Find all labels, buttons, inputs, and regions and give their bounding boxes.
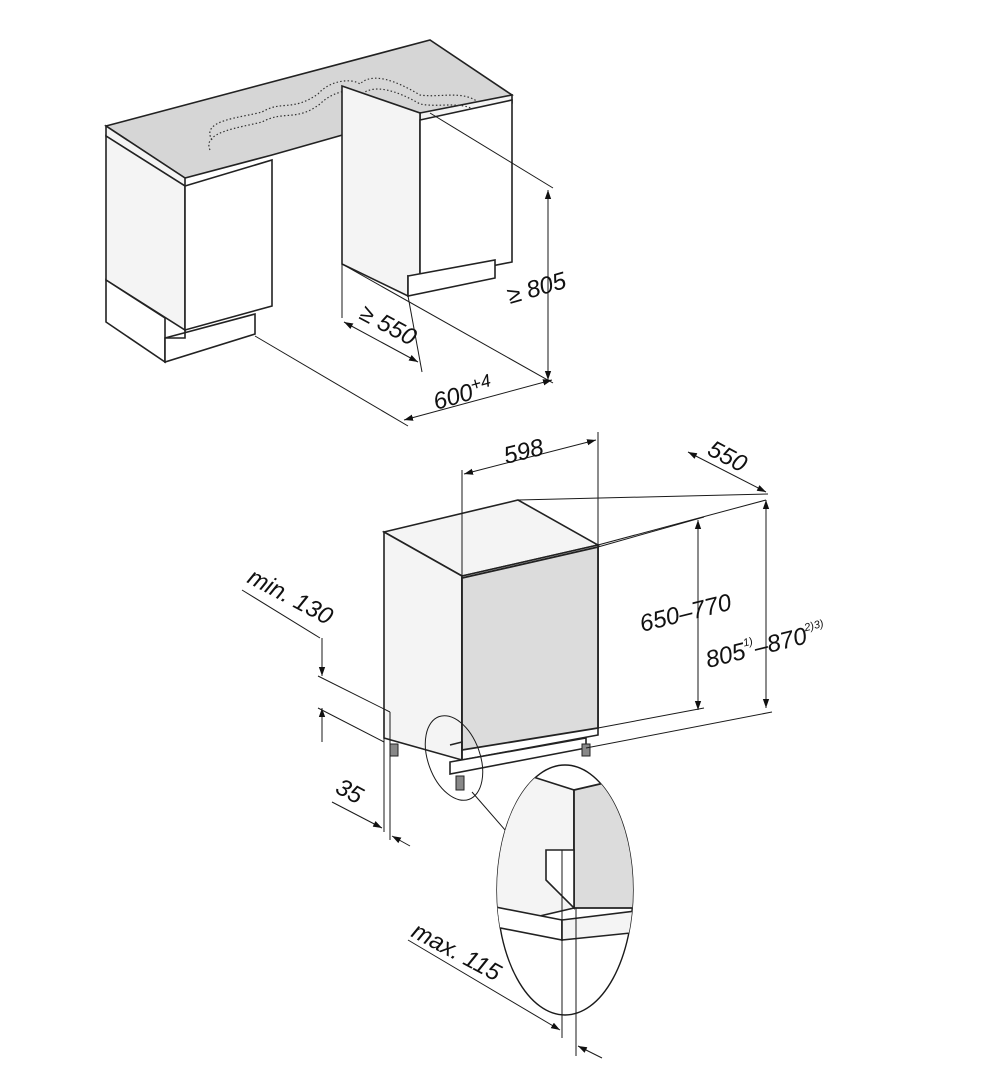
height-extension-bottom — [341, 263, 554, 384]
niche-width-label: 600+4 — [429, 370, 496, 416]
total-height-max: –870 — [750, 622, 810, 662]
right-cabinet-door — [419, 99, 513, 281]
door-overhang-label: max. 115 — [407, 917, 506, 987]
width-extension-left — [254, 335, 409, 427]
niche-depth-label: ≥ 550 — [355, 299, 421, 351]
width-dimension-line — [463, 439, 597, 475]
detail-callout-circle — [424, 715, 484, 801]
total-height-footnote-2-3: 2)3) — [802, 618, 825, 635]
appliance-width-label: 598 — [501, 434, 547, 470]
plinth-extension-top — [317, 675, 391, 713]
left-cabinet-plinth-front — [164, 312, 256, 364]
left-cabinet-kick — [165, 330, 186, 339]
cutout-outline — [209, 77, 479, 141]
appliance-depth-label: 550 — [703, 435, 752, 478]
detail-magnified: max. 115 — [407, 764, 634, 1059]
furniture-door — [461, 545, 599, 752]
detail-plinth-notch — [545, 849, 575, 910]
total-height-extension-bottom — [585, 711, 773, 749]
right-cabinet-side — [341, 84, 421, 298]
width-dimension-line — [403, 379, 553, 421]
plinth-height-label: min. 130 — [243, 563, 338, 630]
niche-width-label-group: 600+4 — [429, 370, 496, 416]
overhang-arrow-out — [577, 1045, 603, 1059]
total-height-footnote-1: 1) — [742, 635, 755, 649]
foot-right-front — [581, 743, 591, 757]
plinth-extension-bottom — [317, 707, 385, 743]
depth-dimension-line — [343, 321, 419, 363]
niche-width-tolerance: +4 — [468, 370, 493, 395]
niche-illustration: ≥ 805 ≥ 550 600+4 — [104, 39, 570, 427]
detail-door-panel — [573, 768, 633, 909]
setback-arrow-out — [391, 835, 411, 847]
height-extension-top — [429, 112, 554, 189]
cutout-outline-inner — [208, 88, 479, 151]
door-height-extension-top — [597, 516, 705, 548]
depth-extension-top — [517, 493, 769, 501]
foot-left-rear — [389, 743, 399, 757]
total-height-min: 805 — [703, 638, 749, 674]
overhang-arrow-in — [407, 939, 561, 1031]
left-cabinet-door — [184, 158, 273, 332]
plinth-notch — [449, 740, 463, 760]
niche-height-label: ≥ 805 — [504, 267, 570, 310]
door-height-extension-bottom — [597, 707, 705, 729]
foot-left-front — [455, 775, 465, 791]
setback-arrow-in — [331, 801, 383, 829]
door-height-label: 650–770 — [637, 589, 735, 638]
right-cabinet-plinth — [407, 259, 496, 297]
plinth-label-leader — [241, 589, 321, 639]
depth-extension-front — [597, 499, 767, 546]
depth-dimension-line — [687, 451, 767, 493]
